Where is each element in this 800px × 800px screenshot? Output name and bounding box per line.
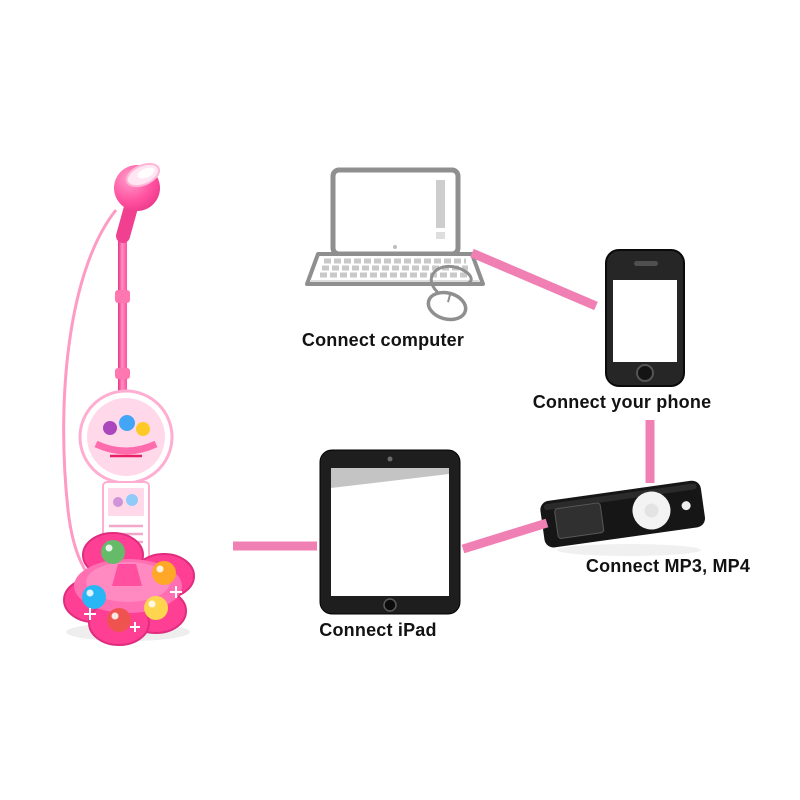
connector-computer-phone <box>470 248 598 311</box>
screen-glare <box>331 468 449 488</box>
mic-cap-highlight <box>137 167 155 179</box>
karaoke-microphone-stand-icon <box>62 162 195 646</box>
dome-highlight <box>105 544 113 552</box>
song-card-dot <box>126 494 138 506</box>
mp3-body-highlight <box>543 483 697 511</box>
sparkle-icon <box>84 586 182 632</box>
dome-highlight <box>156 565 164 573</box>
label-connect-ipad: Connect iPad <box>319 620 437 640</box>
base-light-dome <box>144 596 168 620</box>
sign-decor-dot <box>119 415 135 431</box>
dome-highlight <box>86 589 94 597</box>
label-connect-computer: Connect computer <box>301 330 465 350</box>
pole-clamp-lower <box>115 368 130 379</box>
phone-screen <box>613 280 677 362</box>
label-connect-mp3: Connect MP3, MP4 <box>585 556 751 576</box>
tablet-icon <box>319 449 461 615</box>
tablet-home-button <box>383 598 397 612</box>
mouse-icon <box>426 290 468 322</box>
mp3-player-icon <box>540 480 706 556</box>
phone-speaker <box>634 261 658 266</box>
mp3-screen <box>554 502 605 539</box>
screen-dot <box>393 245 397 249</box>
sign-decor-dot <box>103 421 117 435</box>
sign-decor-dot <box>136 422 150 436</box>
mp3-button-dot <box>681 501 691 511</box>
screen-widget <box>436 232 445 239</box>
dome-highlight <box>148 600 156 608</box>
base-light-dome <box>152 561 176 585</box>
base-light-dome <box>101 540 125 564</box>
pole-clamp-upper <box>115 290 130 303</box>
mp3-wheel-center <box>644 503 659 518</box>
sign-board-inner <box>87 398 165 476</box>
tablet-camera <box>387 456 393 462</box>
mp3-shadow <box>557 544 701 556</box>
tablet-screen <box>331 468 449 596</box>
label-connect-phone: Connect your phone <box>532 392 712 412</box>
song-card-dot <box>113 497 123 507</box>
smartphone-icon <box>605 249 685 387</box>
screen-scrollbar <box>436 180 445 228</box>
base-light-dome <box>107 608 131 632</box>
sign-decor-arc <box>94 440 158 455</box>
pole-mount <box>112 564 142 586</box>
dome-highlight <box>111 612 119 620</box>
base-light-dome <box>82 585 106 609</box>
phone-home-button <box>636 364 654 382</box>
laptop-with-mouse-icon <box>305 167 485 322</box>
